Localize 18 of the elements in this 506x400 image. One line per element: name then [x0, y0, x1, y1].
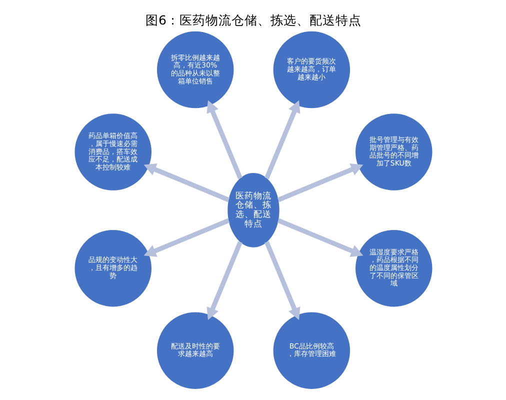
arrow	[276, 163, 363, 202]
arrow	[276, 218, 363, 257]
node-circle: 拆零比例越来越高，有近30%的品种从未以整箱单位销售	[156, 31, 234, 108]
arrow	[143, 163, 230, 202]
arrow	[143, 218, 230, 257]
node-circle: 配送及时性的要求越来越高	[156, 312, 234, 389]
node-circle: 品规的变动性大，且有增多的趋势	[74, 230, 151, 307]
node-ellipse: 医药物流仓储、拣选、配送特点	[227, 172, 279, 248]
arrow	[206, 100, 242, 180]
arrow	[264, 100, 300, 180]
diagram-title: 图6：医药物流仓储、拣选、配送特点	[145, 12, 361, 28]
arrow	[206, 241, 242, 320]
node-circle: 温湿度要求严格，药品根据不同的温度属性划分了不同的保管区域	[355, 230, 432, 307]
node-circle: 批号管理与有效期管理严格、药品批号的不同增加了SKU数	[355, 114, 432, 190]
node-circle: BC品比例较高，库存管理困难	[272, 312, 350, 389]
arrow	[264, 241, 300, 320]
node-circle: 药品单箱价值高，属于慢速必需消费品，搭车效应不足，配送成本控制较难	[74, 114, 151, 190]
node-circle: 客户的要货频次越来越高，订单越来越小	[272, 31, 350, 108]
